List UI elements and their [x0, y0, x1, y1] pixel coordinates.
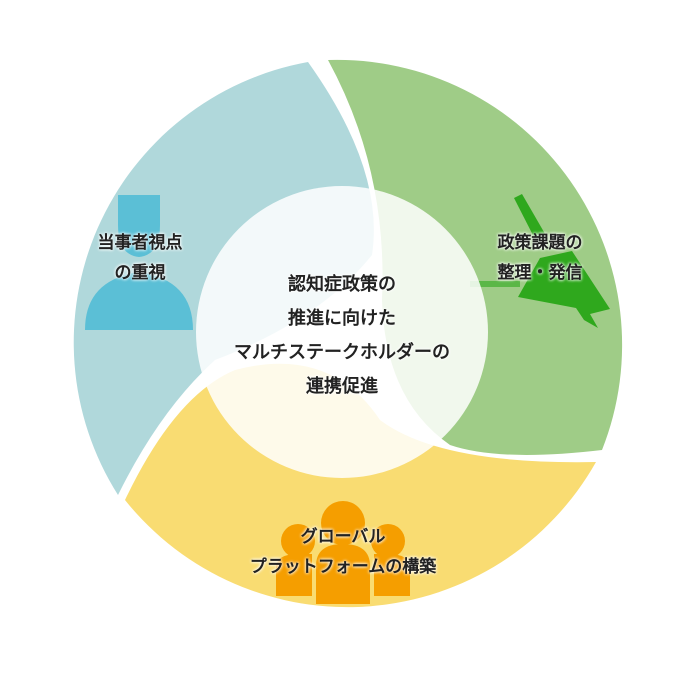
label-line: グローバル	[300, 527, 386, 547]
label-line: プラットフォームの構築	[249, 557, 437, 577]
person-icon	[85, 195, 193, 330]
japan-map-icon	[470, 194, 610, 328]
center-title: 認知症政策の 推進に向けた マルチステークホルダーの 連携促進	[172, 268, 512, 404]
center-title-line: マルチステークホルダーの	[234, 342, 450, 363]
label-green: 政策課題の 整理・発信	[470, 228, 610, 288]
label-line: 整理・発信	[497, 263, 583, 283]
label-line: 政策課題の	[497, 233, 583, 253]
center-circle	[196, 186, 488, 478]
label-line: 当事者視点	[97, 233, 183, 253]
center-title-line: 連携促進	[306, 376, 378, 397]
group-icon	[276, 501, 410, 604]
label-line: の重視	[114, 263, 166, 283]
label-yellow: グローバル プラットフォームの構築	[193, 522, 493, 582]
center-title-line: 推進に向けた	[288, 308, 396, 329]
center-title-line: 認知症政策の	[288, 274, 396, 295]
label-blue: 当事者視点 の重視	[70, 228, 210, 288]
